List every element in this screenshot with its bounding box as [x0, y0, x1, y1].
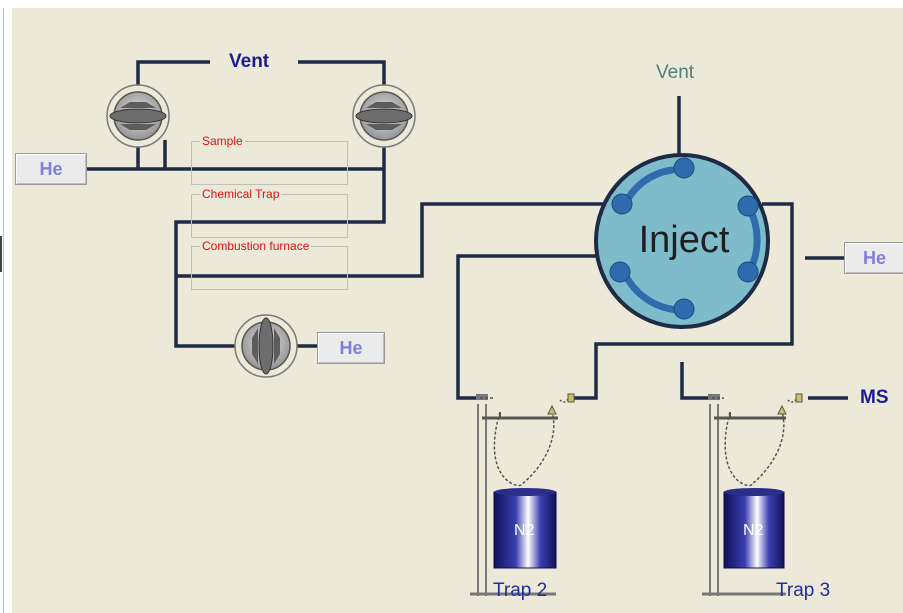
pipe-vent-left — [136, 60, 210, 90]
n2-label-trap-2: N2 — [514, 522, 535, 539]
chemical-trap-group: Chemical Trap — [191, 187, 348, 238]
left-marker — [0, 236, 2, 272]
inject-port-1 — [673, 157, 695, 179]
pipe-vent-right — [298, 60, 386, 90]
pipe-inject-trap3 — [680, 362, 712, 400]
trap-3-assembly — [702, 393, 803, 596]
left-strip — [0, 0, 12, 613]
chemical-trap-label: Chemical Trap — [200, 187, 282, 201]
pipe-inject-right — [574, 202, 794, 400]
inject-port-3 — [737, 195, 759, 217]
valve-top-left[interactable] — [106, 84, 170, 148]
top-edge — [0, 0, 903, 8]
valve-top-right[interactable] — [352, 84, 416, 148]
trap-2-assembly — [470, 393, 575, 596]
pipe-inject-trap2 — [456, 254, 604, 400]
ms-label: MS — [860, 387, 889, 408]
he-supply-right[interactable]: He — [844, 242, 903, 274]
inject-valve[interactable] — [594, 153, 770, 329]
trap-2-outlet-fitting — [567, 393, 575, 403]
pipe-furnace-out — [176, 202, 604, 278]
inject-port-4 — [609, 261, 631, 283]
pipe-valve2-down — [174, 140, 386, 348]
pipe-network — [86, 60, 848, 400]
left-separator — [3, 8, 4, 613]
he-supply-left[interactable]: He — [15, 153, 87, 185]
trap-2-label: Trap 2 — [493, 580, 548, 601]
inject-port-6 — [673, 298, 695, 320]
inject-port-2 — [611, 193, 633, 215]
trap-3-outlet-fitting — [795, 393, 803, 403]
vent-label-right: Vent — [656, 62, 695, 83]
valve-bottom[interactable] — [234, 314, 298, 378]
combustion-furnace-label: Combustion furnace — [200, 239, 312, 253]
inject-port-5 — [737, 261, 759, 283]
sample-label: Sample — [200, 134, 245, 148]
he-supply-middle[interactable]: He — [317, 332, 385, 364]
vent-label-left: Vent — [229, 51, 270, 72]
trap-3-label: Trap 3 — [776, 580, 831, 601]
n2-dewar-trap-2 — [493, 491, 557, 569]
inject-label: Inject — [639, 219, 730, 261]
sample-group: Sample — [191, 134, 348, 185]
combustion-furnace-group: Combustion furnace — [191, 239, 348, 290]
n2-label-trap-3: N2 — [743, 522, 764, 539]
